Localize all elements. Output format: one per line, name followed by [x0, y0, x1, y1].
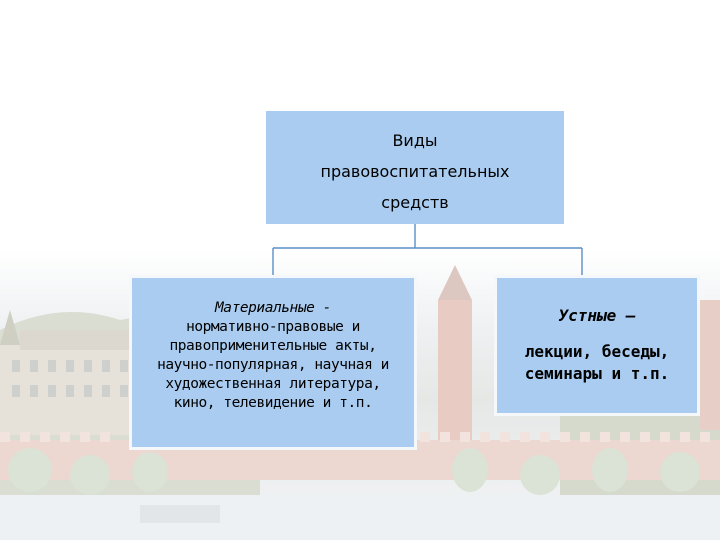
- material-means-line-1: нормативно-правовые и: [186, 319, 360, 335]
- oral-means-title: Устные –: [558, 306, 636, 325]
- root-line-2: правовоспитательных: [320, 162, 510, 181]
- material-means-node: Материальные - нормативно-правовые и пра…: [129, 275, 417, 450]
- root-node: Виды правовоспитательных средств: [266, 111, 564, 224]
- oral-means-line-1: лекции, беседы,: [524, 342, 670, 361]
- material-means-title: Материальные -: [215, 300, 331, 316]
- root-line-1: Виды: [392, 131, 438, 150]
- material-means-line-4: художественная литература,: [165, 376, 381, 392]
- oral-means-line-2: семинары и т.п.: [524, 364, 670, 383]
- material-means-line-5: кино, телевидение и т.п.: [173, 395, 373, 411]
- material-means-line-3: научно-популярная, научная и: [157, 357, 389, 373]
- root-line-3: средств: [381, 193, 449, 212]
- oral-means-node: Устные – лекции, беседы, семинары и т.п.: [494, 275, 700, 416]
- material-means-line-2: правоприменительные акты,: [169, 338, 377, 354]
